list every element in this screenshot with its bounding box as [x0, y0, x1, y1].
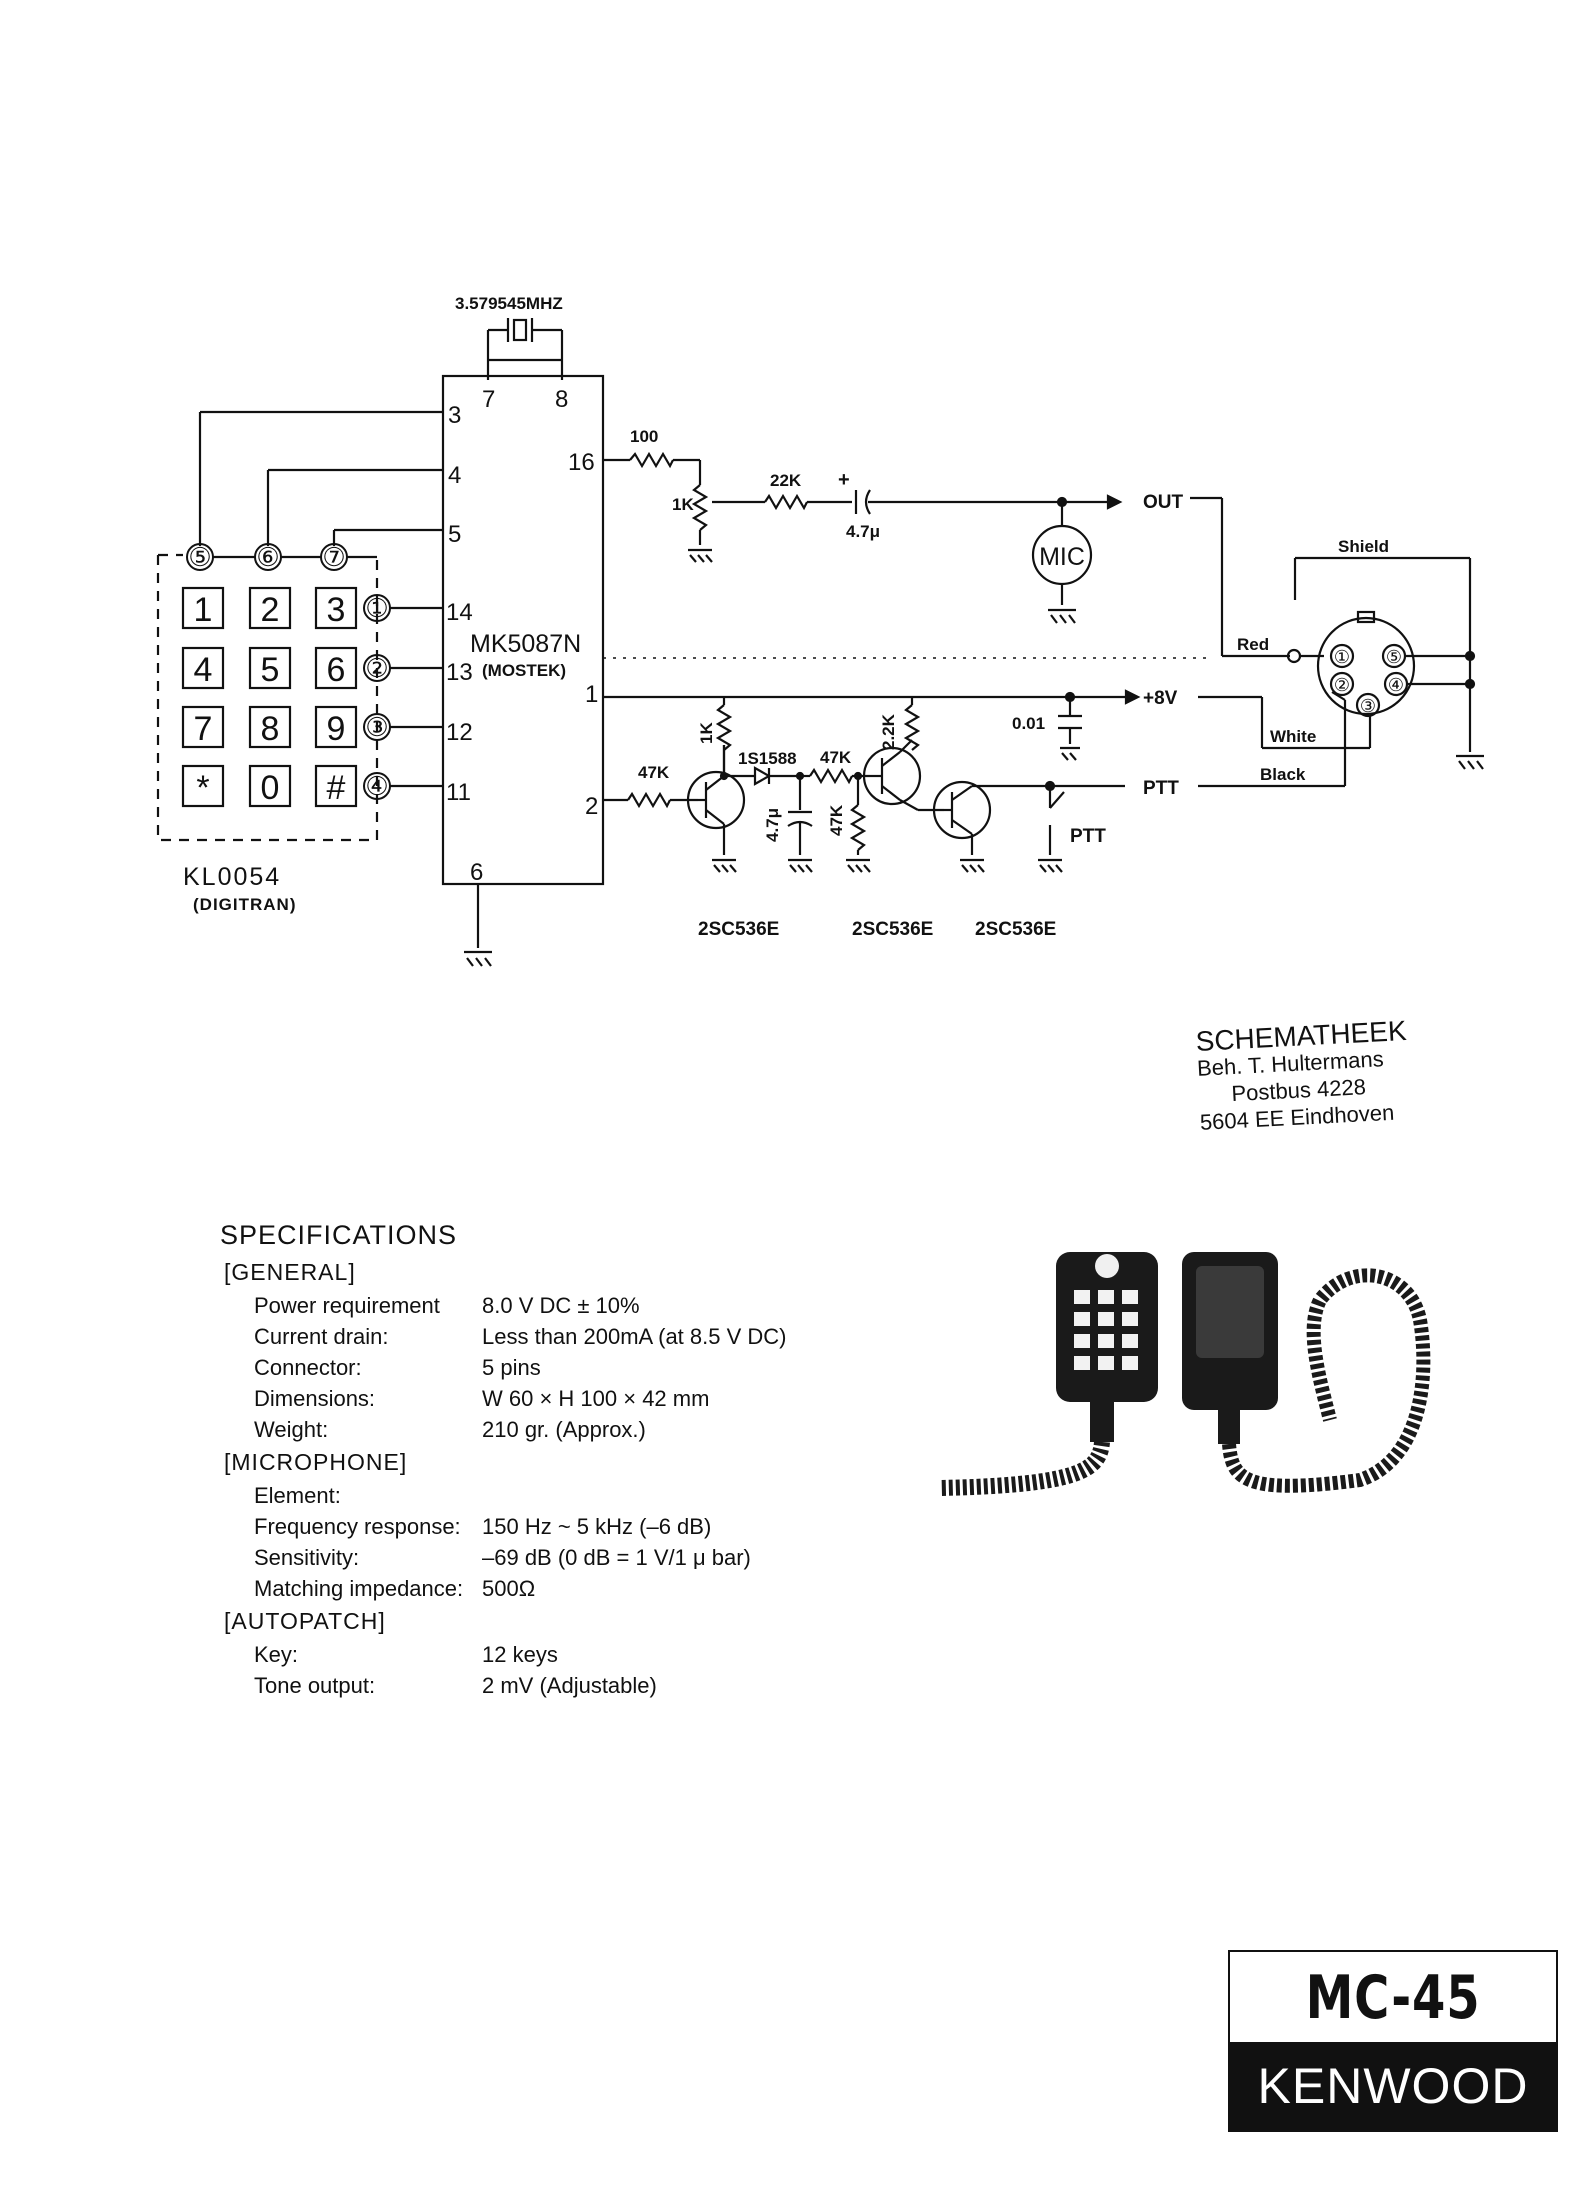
key-5: 5	[261, 651, 280, 689]
spec-row: Weight:210 gr. (Approx.)	[254, 1416, 646, 1442]
transistor-q1	[686, 770, 746, 830]
ic-pin-2: 2	[585, 793, 598, 820]
transistor-q2	[862, 746, 922, 806]
spec-row: Connector:5 pins	[254, 1354, 541, 1380]
spec-row: Element:	[254, 1482, 341, 1508]
ic-pin-3: 3	[448, 402, 461, 429]
din-connector	[1316, 616, 1416, 716]
spec-row: Key:12 keys	[254, 1641, 558, 1667]
key-8: 8	[261, 710, 280, 748]
key-0: 0	[261, 769, 280, 807]
keypad-col-pin-5: ⑤	[188, 542, 211, 572]
ic-pin-16: 16	[568, 449, 595, 476]
archive-stamp: SCHEMATHEEK Beh. T. Hultermans Postbus 4…	[1195, 1015, 1440, 1135]
model-name: MC-45	[1305, 1963, 1481, 2033]
ic-pin-14: 14	[446, 599, 473, 626]
ic-pin-7: 7	[482, 386, 495, 413]
keypad-name: KL0054	[183, 863, 281, 891]
key-9: 9	[327, 710, 346, 748]
ic-pin-6: 6	[470, 859, 483, 886]
resistor-22k-label: 22K	[770, 471, 802, 490]
ic-maker: (MOSTEK)	[482, 661, 566, 680]
connector-pin-5: ⑤	[1386, 647, 1402, 667]
cap-plus-label: +	[838, 469, 850, 491]
signal-out-label: OUT	[1143, 492, 1184, 513]
spec-row: Tone output:2 mV (Adjustable)	[254, 1672, 657, 1698]
microphone-photo	[939, 1252, 1431, 1496]
ic-pin-1: 1	[585, 681, 598, 708]
resistor-100-label: 100	[630, 427, 658, 446]
diode-label: 1S1588	[738, 749, 797, 768]
keypad-row-pin-4: ④	[365, 771, 388, 801]
transistor-label-q3: 2SC536E	[975, 919, 1056, 940]
spec-row: Sensitivity:–69 dB (0 dB = 1 V/1 μ bar)	[254, 1544, 751, 1570]
key-hash: #	[327, 769, 346, 807]
specs-microphone-title: [MICROPHONE]	[224, 1449, 408, 1475]
pot-1k-label: 1K	[672, 495, 694, 514]
specs-general-title: [GENERAL]	[224, 1259, 356, 1285]
key-1: 1	[194, 591, 213, 629]
wire-shield-label: Shield	[1338, 537, 1389, 556]
signal-8v-label: +8V	[1143, 688, 1178, 709]
ic-pin-12: 12	[446, 719, 473, 746]
specs-title: SPECIFICATIONS	[220, 1220, 458, 1250]
cap-0-01-label: 0.01	[1012, 714, 1045, 733]
key-2: 2	[261, 591, 280, 629]
ic-pin-4: 4	[448, 462, 461, 489]
ic-pin-13: 13	[446, 659, 473, 686]
resistor-47k-lo-label: 47K	[827, 804, 846, 836]
wire-red-label: Red	[1237, 635, 1269, 654]
resistor-2-2k-label: 2.2K	[879, 713, 898, 750]
ic-name: MK5087N	[470, 630, 581, 658]
wire-white-label: White	[1270, 727, 1316, 746]
cap-4-7u-mid-label: 4.7μ	[763, 808, 782, 842]
resistor-1k-collector-label: 1K	[697, 722, 716, 744]
mic-label: MIC	[1039, 543, 1085, 571]
key-star: *	[196, 769, 209, 807]
ic-pin-5: 5	[448, 521, 461, 548]
keypad-maker: (DIGITRAN)	[193, 895, 296, 914]
spec-row: Dimensions:W 60 × H 100 × 42 mm	[254, 1385, 710, 1411]
resistor-47k-mid-label: 47K	[820, 748, 852, 767]
wire-black-label: Black	[1260, 765, 1306, 784]
maker-logo: KENWOOD	[1230, 2042, 1556, 2130]
transistor-q3	[932, 780, 992, 840]
key-7: 7	[194, 710, 213, 748]
keypad-row-pin-1: ①	[365, 593, 388, 623]
key-6: 6	[327, 651, 346, 689]
keypad-col-pin-6: ⑥	[256, 542, 279, 572]
ic-pin-8: 8	[555, 386, 568, 413]
connector-pin-3: ③	[1360, 696, 1376, 716]
spec-row: Matching impedance:500Ω	[254, 1575, 536, 1601]
connector-pin-2: ②	[1334, 675, 1350, 695]
specifications: SPECIFICATIONS [GENERAL] Power requireme…	[220, 1220, 920, 1701]
connector-pin-4: ④	[1388, 675, 1404, 695]
transistor-label-q2: 2SC536E	[852, 919, 933, 940]
key-4: 4	[194, 651, 213, 689]
keypad-row-pin-2: ②	[365, 653, 388, 683]
brand-label: MC-45 KENWOOD	[1228, 1950, 1558, 2132]
specs-autopatch-title: [AUTOPATCH]	[224, 1608, 386, 1634]
crystal-label: 3.579545MHZ	[455, 294, 563, 313]
ptt-switch-label: PTT	[1070, 826, 1106, 847]
resistor-47k-in-label: 47K	[638, 763, 670, 782]
signal-ptt-label: PTT	[1143, 778, 1179, 799]
connector-pin-1: ①	[1334, 647, 1350, 667]
spec-row: Frequency response:150 Hz ~ 5 kHz (–6 dB…	[254, 1513, 712, 1539]
cap-4-7u-out-label: 4.7μ	[846, 522, 880, 541]
transistor-label-q1: 2SC536E	[698, 919, 779, 940]
ic-pin-11: 11	[446, 779, 471, 806]
ic-mk5087n	[441, 374, 605, 886]
keypad-col-pin-7: ⑦	[322, 542, 345, 572]
keypad-row-pin-3: ③	[365, 712, 388, 742]
key-3: 3	[327, 591, 346, 629]
spec-row: Current drain:Less than 200mA (at 8.5 V …	[254, 1323, 787, 1349]
